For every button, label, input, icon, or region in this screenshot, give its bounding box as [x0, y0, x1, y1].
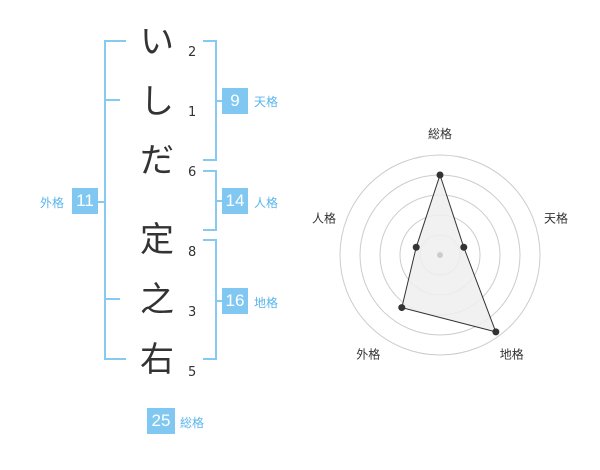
- chikaku-label: 地格: [254, 296, 279, 310]
- jinkaku-label: 人格: [254, 196, 279, 210]
- name-char-1: い: [140, 22, 174, 62]
- name-char-2: し: [140, 82, 174, 122]
- gaikaku-badge: 11: [72, 188, 98, 214]
- radar-data-polygon: [401, 173, 497, 333]
- name-char-4: 定: [140, 220, 174, 260]
- radar-axis-label-4: 外格: [356, 347, 380, 360]
- jinkaku-badge: 14: [222, 188, 248, 214]
- tenkaku-label: 天格: [254, 95, 279, 109]
- gaikaku-label: 外格: [40, 196, 65, 210]
- stroke-count-2: 1: [188, 105, 197, 120]
- radar-point-5: [412, 243, 420, 251]
- radar-grid-ring-5: [339, 154, 541, 356]
- radar-center-dot: [437, 252, 443, 258]
- chikaku-connector: [215, 300, 223, 302]
- tenkaku-connector: [215, 100, 223, 102]
- soukaku-badge: 25: [147, 408, 175, 434]
- chikaku-badge: 16: [222, 288, 248, 314]
- stroke-count-5: 3: [188, 305, 197, 320]
- name-char-5: 之: [140, 280, 174, 320]
- stroke-count-3: 6: [188, 165, 197, 180]
- stroke-count-6: 5: [188, 365, 197, 380]
- radar-point-3: [492, 328, 500, 336]
- tenkaku-badge: 9: [222, 88, 248, 114]
- radar-point-2: [460, 243, 468, 251]
- gaikaku-connector: [98, 201, 106, 203]
- radar-axis-label-5: 人格: [312, 210, 336, 225]
- chikaku-bracket: [203, 239, 217, 360]
- stroke-count-1: 2: [188, 45, 197, 60]
- jinkaku-connector: [215, 200, 223, 202]
- gaikaku-bracket: [104, 40, 126, 360]
- stroke-count-4: 8: [188, 245, 197, 260]
- radar-axis-label-1: 総格: [428, 126, 452, 141]
- radar-axis-label-2: 天格: [544, 210, 568, 225]
- gaikaku-bracket-mid-tick: [104, 99, 120, 101]
- soukaku-label: 総格: [180, 416, 205, 430]
- radar-point-4: [398, 304, 406, 312]
- radar-point-1: [436, 171, 444, 179]
- radar-axis-label-3: 地格: [500, 347, 524, 360]
- name-char-6: 右: [140, 340, 174, 380]
- gaikaku-bracket-mid-tick-2: [104, 298, 120, 300]
- name-char-3: だ: [140, 141, 174, 181]
